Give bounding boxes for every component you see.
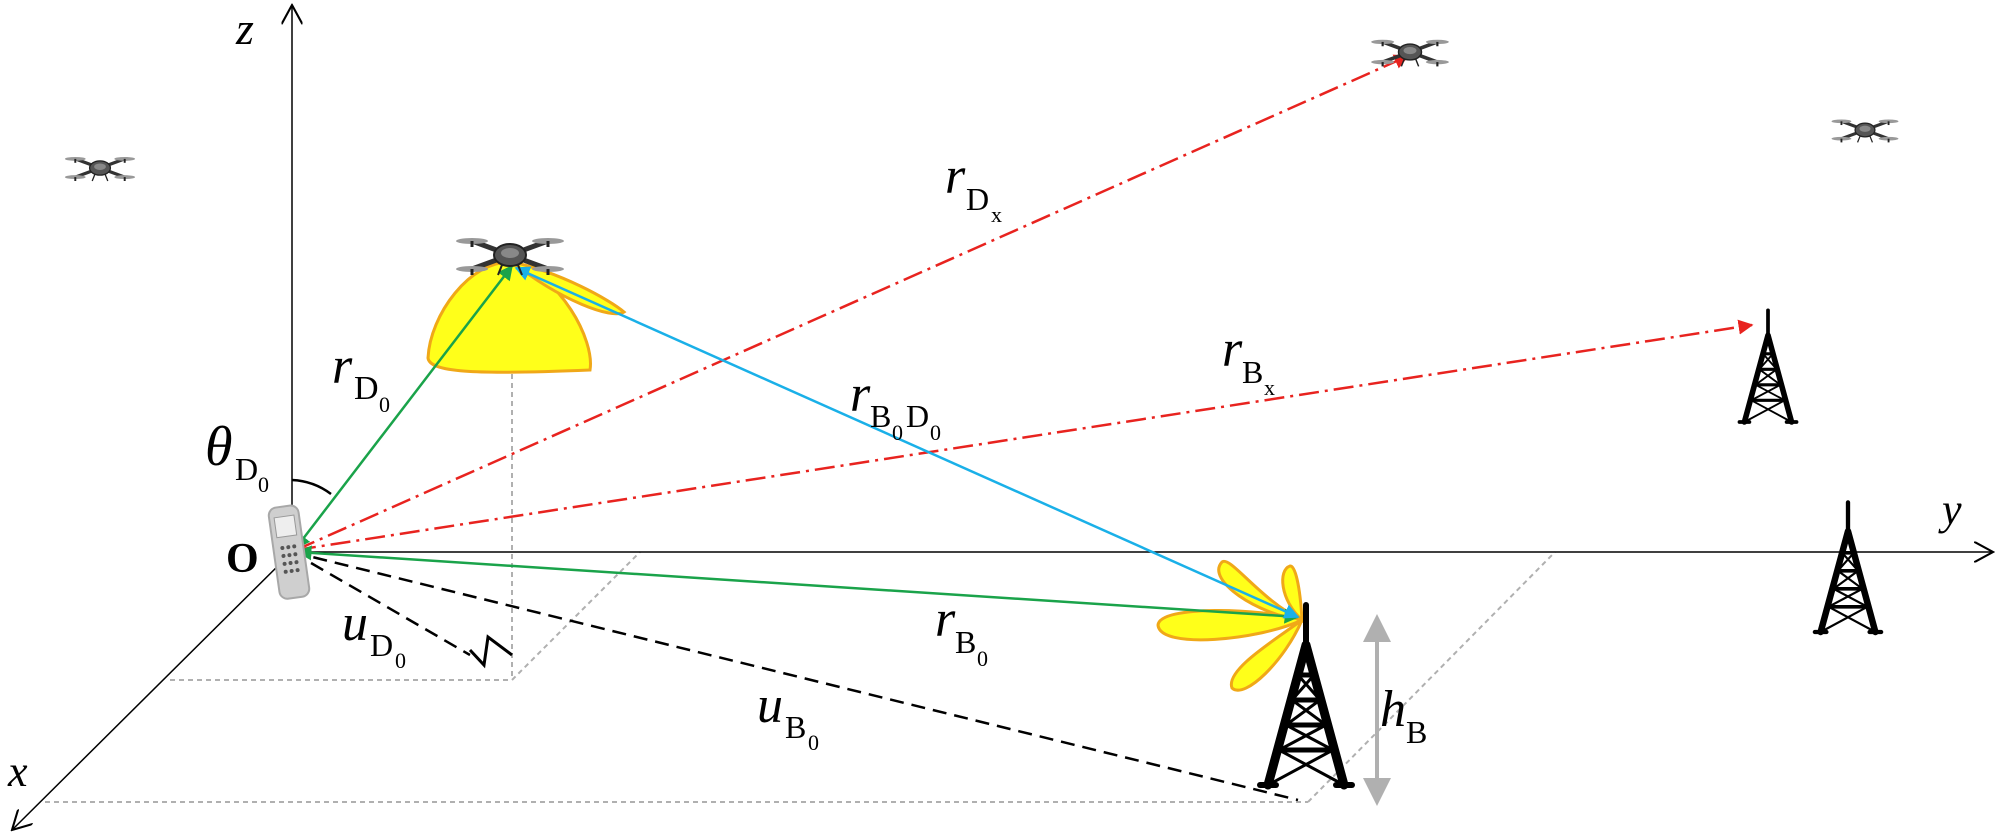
cell-tower-icon [1815, 502, 1881, 632]
svg-text:0: 0 [977, 646, 988, 671]
drone-icon [1829, 117, 1901, 144]
svg-text:0: 0 [258, 472, 269, 497]
bs-beam [1156, 559, 1307, 692]
label-theta-D0: θ D 0 [205, 416, 269, 497]
right-angle-mark [468, 634, 513, 669]
svg-text:r: r [945, 148, 966, 205]
x-axis [12, 551, 293, 830]
svg-text:0: 0 [395, 648, 406, 673]
drone-icon [63, 155, 137, 183]
cell-tower-icon [1739, 310, 1796, 422]
svg-text:h: h [1380, 681, 1406, 738]
mobile-phone-icon [267, 504, 311, 600]
svg-text:u: u [757, 677, 783, 734]
svg-text:x: x [1264, 375, 1275, 400]
origin-label: O [226, 536, 259, 582]
drone-icon [1369, 37, 1451, 69]
label-u-B0: u B 0 [757, 677, 819, 755]
svg-text:r: r [935, 591, 956, 648]
svg-text:r: r [332, 338, 353, 395]
svg-text:B: B [955, 624, 976, 660]
x-axis-label: x [7, 747, 28, 796]
theta-arc [291, 478, 332, 496]
svg-text:B: B [1242, 354, 1263, 390]
coordinate-axes [12, 5, 1993, 830]
y-axis-label: y [1938, 485, 1962, 534]
label-h-B: h B [1380, 681, 1427, 750]
label-r-Bx: r B x [1222, 321, 1275, 400]
ground-distances [291, 550, 1299, 802]
svg-text:0: 0 [808, 730, 819, 755]
svg-text:u: u [342, 595, 368, 652]
svg-text:D: D [966, 181, 989, 217]
svg-text:θ: θ [205, 416, 233, 478]
svg-text:0: 0 [379, 392, 390, 417]
label-r-B0: r B 0 [935, 591, 988, 671]
svg-text:r: r [1222, 321, 1243, 378]
svg-text:D: D [370, 627, 393, 663]
label-r-B0D0: r B 0 D 0 [850, 366, 941, 445]
svg-text:D: D [354, 370, 379, 407]
drone-beam [426, 260, 627, 374]
svg-text:r: r [850, 366, 871, 423]
cell-tower-icon [1260, 605, 1352, 785]
label-u-D0: u D 0 [342, 595, 406, 673]
svg-text:B: B [785, 709, 806, 745]
label-r-Dx: r D x [945, 148, 1002, 227]
svg-text:x: x [991, 202, 1002, 227]
svg-text:0: 0 [892, 420, 903, 445]
bs-drone-link [514, 266, 1300, 619]
svg-text:D: D [235, 451, 258, 487]
z-axis-label: z [235, 3, 254, 54]
svg-text:D: D [906, 398, 929, 434]
label-r-D0: r D 0 [332, 338, 390, 417]
svg-text:B: B [1406, 714, 1427, 750]
svg-text:B: B [870, 398, 891, 434]
svg-text:0: 0 [930, 420, 941, 445]
